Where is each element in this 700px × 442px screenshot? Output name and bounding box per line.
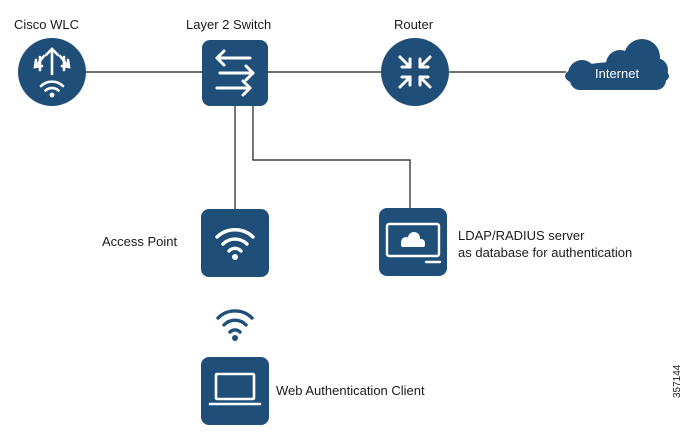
wireless-signal-icon <box>216 309 254 334</box>
switch-label: Layer 2 Switch <box>186 17 272 32</box>
switch-node <box>202 40 268 106</box>
access-point-label: Access Point <box>102 234 178 249</box>
router-arrows-icon <box>398 55 432 89</box>
link-switch-ldap <box>252 106 411 208</box>
ldap-server-node <box>379 208 447 276</box>
laptop-icon <box>208 372 262 406</box>
ldap-label-line2: as database for authentication <box>458 245 633 260</box>
router-label: Router <box>394 17 434 32</box>
client-node <box>201 357 269 425</box>
client-label: Web Authentication Client <box>276 383 425 398</box>
server-cloud-icon <box>385 222 442 264</box>
internet-label: Internet <box>595 66 640 81</box>
wireless-signal-dot <box>232 335 238 341</box>
wlc-icon <box>33 47 71 92</box>
cloud-icon <box>565 39 669 90</box>
wlc-label: Cisco WLC <box>14 17 80 32</box>
access-point-node <box>201 209 269 277</box>
wifi-icon <box>215 228 255 253</box>
ldap-label-line1: LDAP/RADIUS server <box>458 228 585 243</box>
figure-number: 357144 <box>672 364 683 398</box>
router-node <box>381 38 449 106</box>
switch-arrows-icon <box>215 49 255 97</box>
wlc-node <box>18 38 86 106</box>
